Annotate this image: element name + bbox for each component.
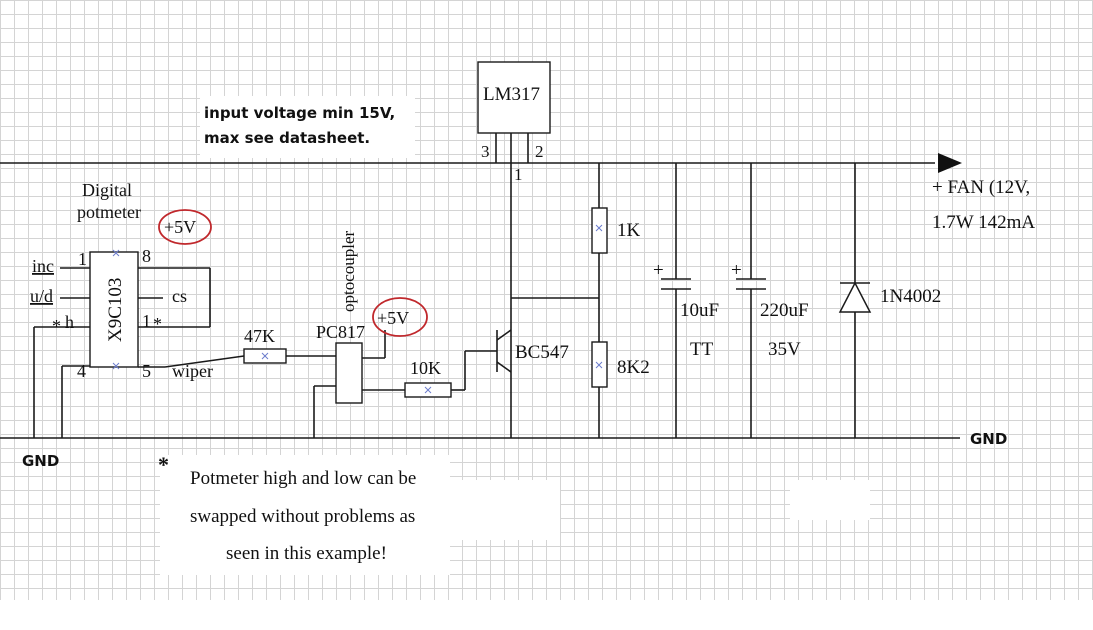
pin-h-label: h: [65, 312, 74, 332]
r8k2-label: 8K2: [617, 357, 650, 378]
pin-markers: [112, 224, 603, 394]
note-star: *: [158, 452, 169, 477]
x9c103-body: [89, 251, 139, 368]
r1k-body: [591, 207, 608, 254]
pin-inc-label: inc: [32, 256, 54, 276]
x9c103-label: X9C103: [105, 278, 126, 342]
cap2-plus: +: [731, 260, 742, 281]
pin-h-star: *: [52, 316, 61, 336]
pin4-label: 4: [77, 361, 86, 381]
pin-1-star: *: [153, 314, 162, 334]
bc547-label: BC547: [515, 342, 569, 363]
lm317-pin3-label: 3: [481, 142, 490, 161]
pin1-label: 1: [78, 249, 87, 269]
lm317-pin1-label: 1: [514, 165, 523, 184]
gnd-right-label: GND: [970, 430, 1007, 448]
supply-ic-label: +5V: [164, 217, 196, 237]
r47k-label: 47K: [244, 326, 275, 346]
lm317-body: [477, 61, 551, 134]
pin-1-star-label: 1: [142, 311, 151, 331]
pin-ud-label: u/d: [30, 286, 53, 306]
supply-opto-label: +5V: [377, 308, 409, 328]
input-note-line2: max see datasheet.: [204, 129, 370, 147]
diode-label: 1N4002: [880, 286, 941, 307]
gnd-left-label: GND: [22, 452, 59, 470]
supply-ic-circle: [158, 209, 212, 245]
note-line3: seen in this example!: [226, 543, 387, 564]
pc817-body: [335, 342, 363, 404]
blank-patch-1: [440, 480, 560, 540]
ic-caption-line1: Digital: [82, 180, 132, 200]
fan-arrow-icon: [938, 153, 962, 173]
pin8-label: 8: [142, 246, 151, 266]
cap1-type: TT: [690, 339, 714, 360]
cap2-voltage: 35V: [768, 339, 801, 360]
cap1-plus: +: [653, 260, 664, 281]
pc817-label: PC817: [316, 322, 365, 342]
r10k-label: 10K: [410, 358, 441, 378]
wiper-label: wiper: [172, 361, 213, 381]
input-note-line1: input voltage min 15V,: [204, 104, 395, 122]
pin5-label: 5: [142, 361, 151, 381]
diode-icon: [838, 281, 872, 313]
note-line1: Potmeter high and low can be: [190, 468, 416, 489]
blank-patch-2: [790, 480, 870, 520]
note-bg: [160, 455, 450, 575]
cap2-value: 220uF: [760, 300, 809, 321]
ic-caption-line2: potmeter: [77, 202, 141, 222]
opto-caption: optocoupler: [339, 230, 358, 312]
fan-label-line1: + FAN (12V,: [932, 177, 1030, 198]
note-line2: swapped without problems as: [190, 506, 415, 527]
fan-label-line2: 1.7W 142mA: [932, 212, 1035, 233]
supply-opto-circle: [372, 297, 428, 337]
bc547-collector: [496, 329, 512, 341]
wiper-wire: [164, 355, 245, 368]
lm317-label: LM317: [483, 84, 540, 105]
bc547-emitter: [496, 361, 512, 373]
pin-cs-label: cs: [172, 286, 187, 306]
r1k-label: 1K: [617, 220, 641, 241]
input-note-bg: [200, 96, 415, 158]
cap1-value: 10uF: [680, 300, 719, 321]
lm317-pin2-label: 2: [535, 142, 544, 161]
